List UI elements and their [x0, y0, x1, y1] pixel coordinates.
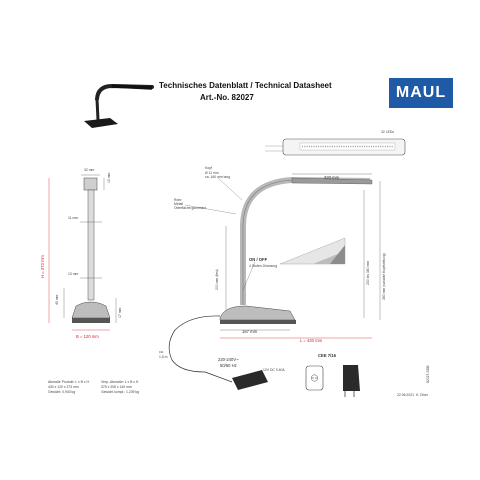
front-dim-foot-height: 17 mm — [118, 307, 122, 318]
led-count-label: 32 LEDs — [381, 130, 395, 134]
product-dims: 430 x 120 x 373 mm — [48, 385, 79, 389]
power-output: 12V DC 0.40A — [263, 368, 285, 372]
side-view-drawing — [168, 173, 381, 373]
led-strip-drawing — [265, 138, 406, 156]
side-dim-total-length: L = 430 mm — [300, 338, 323, 343]
pack-dims: 375 x 205 x 140 mm — [101, 385, 132, 389]
arm-label-title: Rohr: — [174, 198, 183, 202]
power-voltage: 220-240V~ — [218, 357, 239, 362]
maul-logo: MAUL — [389, 78, 453, 108]
product-weight: Gewicht: 0,940 kg — [48, 390, 76, 394]
cable-length-prefix: ca. — [159, 350, 164, 354]
front-dim-total-height: H = 373 mm — [40, 255, 45, 278]
front-dim-lower-dia: 13 mm — [68, 272, 79, 276]
front-dim-base-height: 45 mm — [55, 294, 59, 305]
power-frequency: 50/60 Hz — [220, 363, 237, 368]
side-dim-arm-height: 200 mm (fest) — [215, 269, 219, 290]
front-dim-top-width: 32 mm — [84, 168, 95, 172]
front-dim-top-height: 13 mm — [107, 172, 111, 183]
front-dim-upper-dia: 11 mm — [68, 216, 79, 220]
power-adapter-drawing — [204, 370, 268, 390]
pack-weight: Gewicht kompl.: 1,239 kg — [101, 390, 140, 394]
head-label-length: ca. 160 mm lang — [205, 175, 231, 179]
dimming-label: 4 Stufen Dimmung — [249, 264, 278, 268]
product-dims-label: Abmaße Produkt: L x B x H — [48, 380, 89, 384]
side-dim-head-height: 230 bis 380 mm — [366, 260, 370, 285]
footer-date: 22.06.2021 — [397, 393, 414, 397]
lamp-product-photo — [84, 83, 154, 128]
front-dim-base-width: B = 120 mm — [76, 334, 99, 339]
arm-label-material: Metall — [174, 202, 184, 206]
plug-type-label: CEE 7/16 — [318, 353, 336, 358]
footer-side-code: 82027-SDB — [426, 365, 430, 383]
head-label-title: Kopf — [205, 166, 212, 170]
article-number: Art.-No. 82027 — [200, 93, 254, 102]
switch-label: ON / OFF — [249, 257, 268, 262]
eu-plug-drawing — [305, 365, 360, 397]
side-dim-max-height: 360 mm (variable Kopfstellung) — [382, 253, 386, 300]
side-dim-base-depth: 167 mm — [242, 329, 258, 334]
arm-label-surface: Oberfläche gummiert — [174, 206, 206, 210]
footer-author: K. Diver — [416, 393, 429, 397]
datasheet-title: Technisches Datenblatt / Technical Datas… — [159, 81, 332, 90]
pack-dims-label: Verp.-Abmaße: L x B x H — [101, 380, 139, 384]
side-dim-head-length: 320 mm — [324, 175, 340, 180]
brand-name: MAUL — [395, 84, 447, 101]
head-label-diameter: Ø 11 mm — [205, 171, 219, 175]
front-view-drawing — [48, 174, 117, 331]
cable-length-value: 1,5 m — [159, 355, 168, 359]
